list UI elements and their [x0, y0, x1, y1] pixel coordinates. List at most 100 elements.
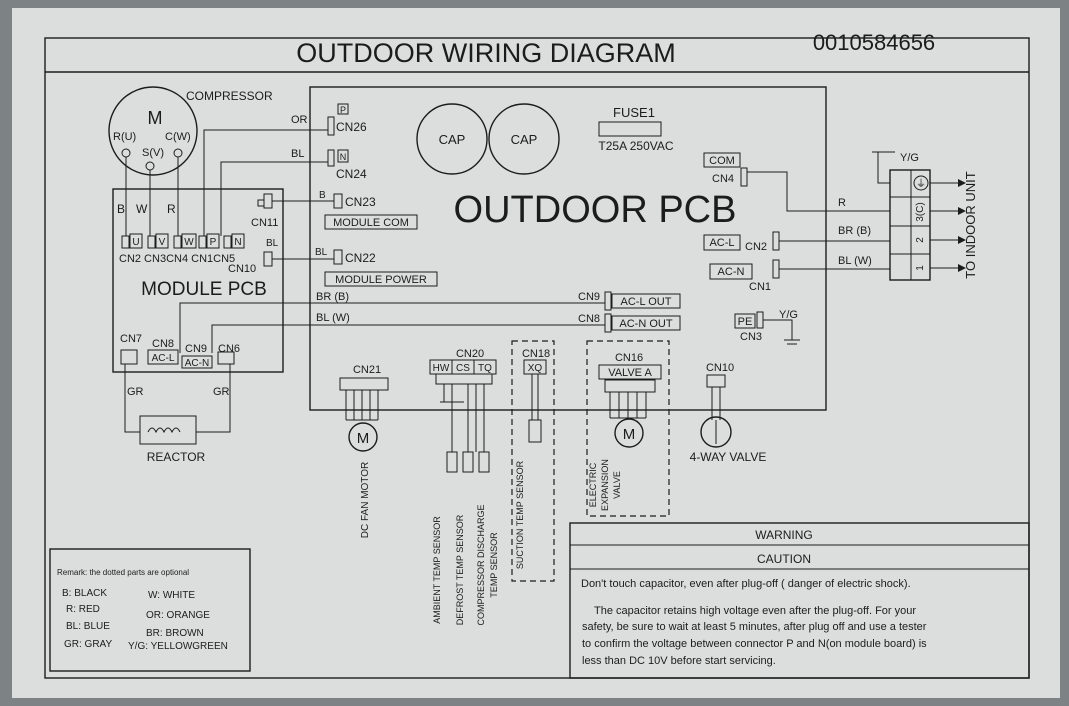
svg-text:CN6: CN6: [218, 343, 240, 355]
svg-text:PE: PE: [738, 316, 753, 328]
svg-text:GR: GR: [127, 386, 144, 398]
connector-cn4-com: COM CN4: [703, 152, 748, 187]
connector-cn9-ac-l-out: CN9 AC-L OUT: [578, 291, 681, 311]
svg-text:Y/G: Y/G: [900, 152, 919, 164]
wire-r: [747, 171, 890, 212]
svg-text:1: 1: [915, 265, 926, 271]
expansion-valve-cn16: CN16 VALVE A M ELECTRIC EXPANSION VALVE: [586, 340, 670, 517]
svg-text:CN1: CN1: [749, 281, 771, 293]
wire-label-r: R: [838, 197, 846, 209]
svg-text:CN18: CN18: [522, 348, 550, 360]
svg-text:CN11: CN11: [251, 217, 278, 229]
svg-text:AC-L: AC-L: [709, 237, 734, 249]
svg-text:CN24: CN24: [336, 167, 367, 181]
connector-cn11: CN11: [251, 193, 278, 229]
svg-text:4-WAY VALVE: 4-WAY VALVE: [690, 450, 767, 464]
svg-text:DEFROST TEMP SENSOR: DEFROST TEMP SENSOR: [455, 514, 465, 625]
svg-text:AC-N OUT: AC-N OUT: [619, 318, 672, 330]
four-way-valve-cn10: CN10 4-WAY VALVE: [690, 362, 767, 464]
connector-cn26: P CN26: [327, 103, 367, 136]
svg-text:AC-N: AC-N: [718, 266, 745, 278]
connector-cn23: CN23 B: [319, 190, 376, 209]
svg-text:U: U: [132, 237, 139, 248]
svg-text:TQ: TQ: [478, 363, 492, 374]
label-sheet: [12, 8, 1060, 698]
svg-text:N: N: [340, 152, 347, 162]
svg-text:M: M: [623, 426, 636, 443]
svg-text:HW: HW: [433, 363, 450, 374]
svg-text:VALVE A: VALVE A: [608, 367, 652, 379]
wire-color-b: B: [117, 202, 125, 216]
connector-cn2-ac-l: AC-L CN2: [703, 231, 780, 253]
svg-text:AC-L: AC-L: [152, 353, 175, 364]
svg-text:REACTOR: REACTOR: [147, 450, 206, 464]
svg-text:ELECTRIC: ELECTRIC: [588, 462, 598, 507]
suction-sensor-cn18: CN18 XQ SUCTION TEMP SENSOR: [511, 340, 555, 582]
diagram-title: OUTDOOR WIRING DIAGRAM: [296, 38, 676, 68]
caution-title: CAUTION: [757, 552, 811, 566]
svg-text:CN8: CN8: [578, 313, 600, 325]
svg-text:DC FAN MOTOR: DC FAN MOTOR: [360, 462, 371, 538]
connector-cn8-ac-n-out: CN8 AC-N OUT: [578, 313, 681, 333]
module-com-label: MODULE COM: [333, 217, 409, 229]
svg-text:AC-N: AC-N: [185, 358, 209, 369]
module-pcb-board: [112, 188, 284, 373]
warning-para-1: The capacitor retains high voltage even …: [594, 605, 916, 617]
warning-para-2: safety, be sure to wait at least 5 minut…: [582, 621, 927, 633]
svg-text:CN3: CN3: [740, 331, 762, 343]
svg-text:CN7: CN7: [120, 333, 142, 345]
warning-line1: Don't touch capacitor, even after plug-o…: [581, 578, 911, 590]
wire-color-w: W: [136, 202, 148, 216]
wire-or-p: [203, 129, 328, 236]
connector-cn3-pe: PE CN3 Y/G: [734, 309, 800, 345]
svg-text:CN9: CN9: [578, 291, 600, 303]
module-pcb-label: MODULE PCB: [141, 279, 267, 300]
wire-label-br: BR (B): [316, 291, 349, 303]
reactor: GR GR REACTOR: [124, 364, 231, 464]
svg-text:P: P: [210, 237, 217, 248]
fuse: FUSE1 T25A 250VAC: [598, 105, 673, 153]
svg-text:M: M: [148, 108, 163, 128]
svg-text:CN22: CN22: [345, 251, 376, 265]
temp-sensors-cn20: CN20 HW CS TQ AMBIENT TEMP SENSOR DEFROS…: [429, 348, 499, 626]
svg-text:2: 2: [915, 237, 926, 243]
svg-text:OR: ORANGE: OR: ORANGE: [146, 610, 210, 621]
module-connector-row: CN2 CN3CN4 CN1CN5: [119, 253, 235, 265]
warning-para-3: to confirm the voltage between connector…: [582, 638, 927, 650]
wire-br-long: [179, 302, 605, 353]
svg-text:CN21: CN21: [353, 364, 381, 376]
svg-text:CN4: CN4: [712, 173, 734, 185]
wire-label-or: OR: [291, 114, 308, 126]
svg-text:CN9: CN9: [185, 343, 207, 355]
svg-text:BL: BL: [315, 247, 328, 258]
dc-fan-motor: CN21 M DC FAN MOTOR: [339, 364, 389, 538]
svg-text:GR: GRAY: GR: GRAY: [64, 639, 112, 650]
wire-color-r: R: [167, 202, 176, 216]
module-power-box: [324, 271, 438, 287]
svg-text:EXPANSION: EXPANSION: [600, 459, 610, 511]
svg-text:BR: BROWN: BR: BROWN: [146, 628, 204, 639]
svg-text:CN8: CN8: [152, 338, 174, 350]
wire-label-bl-w-long: BL (W): [316, 312, 350, 324]
svg-text:CN20: CN20: [456, 348, 484, 360]
svg-text:COMPRESSOR: COMPRESSOR: [186, 89, 273, 103]
to-indoor-unit-label: TO INDOOR UNIT: [963, 171, 978, 278]
svg-text:CN16: CN16: [615, 352, 643, 364]
svg-text:T25A 250VAC: T25A 250VAC: [598, 139, 673, 153]
svg-text:CAP: CAP: [511, 132, 538, 147]
svg-text:P: P: [340, 105, 346, 115]
svg-text:N: N: [234, 237, 241, 248]
warning-title: WARNING: [755, 528, 813, 542]
svg-text:FUSE1: FUSE1: [613, 105, 655, 120]
connector-cn22: CN22 BL: [315, 247, 376, 265]
svg-text:M: M: [357, 430, 370, 447]
capacitor-1: CAP: [416, 103, 488, 175]
svg-text:⏚: ⏚: [916, 178, 926, 190]
svg-text:COMPRESSOR DISCHARGE: COMPRESSOR DISCHARGE: [476, 504, 486, 625]
module-power-label: MODULE POWER: [335, 274, 427, 286]
svg-text:CN10: CN10: [228, 263, 256, 275]
wire-label-bl: BL: [291, 148, 304, 160]
svg-text:XQ: XQ: [528, 363, 543, 374]
capacitor-2: CAP: [488, 103, 560, 175]
